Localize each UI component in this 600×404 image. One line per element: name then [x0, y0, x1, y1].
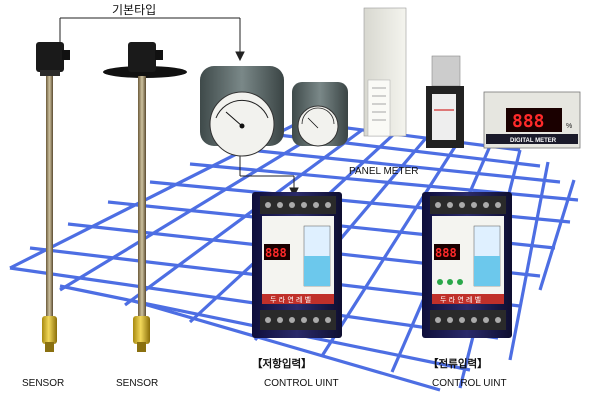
control-unit-left: 888 두 라 연 레 벨: [252, 192, 342, 338]
analog-meter-large: [200, 66, 284, 157]
control-unit-right-reading: 888: [435, 246, 457, 260]
sensor-right: [103, 42, 187, 352]
control-unit-left-caption: 【저항입력】: [252, 358, 312, 370]
edge-meter-small: [426, 55, 464, 148]
control-unit-left-reading: 888: [265, 246, 287, 260]
basic-type-label: 기본타입: [112, 3, 157, 17]
panel-meter-label: PANEL METER: [349, 166, 419, 177]
sensor-left-label: SENSOR: [22, 378, 65, 389]
digital-meter-reading: 888: [512, 111, 545, 132]
control-unit-right: 888 두 라 연 레 벨: [422, 192, 512, 338]
control-unit-left-brand: 두 라 연 레 벨: [270, 295, 311, 304]
control-unit-right-label: CONTROL UINT: [432, 378, 507, 389]
digital-meter-title: DIGITAL METER: [510, 138, 557, 144]
control-unit-left-label: CONTROL UINT: [264, 378, 339, 389]
digital-meter-unit: %: [566, 123, 572, 130]
sensor-left: [36, 42, 70, 352]
control-unit-right-caption: 【전류입력】: [428, 358, 488, 370]
bracket-arrow: [59, 17, 245, 62]
control-unit-right-brand: 두 라 연 레 벨: [440, 295, 481, 304]
sensor-right-label: SENSOR: [116, 378, 159, 389]
edge-meter-tall: [363, 7, 407, 137]
analog-meter-small: [292, 82, 348, 147]
digital-meter: 888 % DIGITAL METER: [483, 91, 581, 149]
